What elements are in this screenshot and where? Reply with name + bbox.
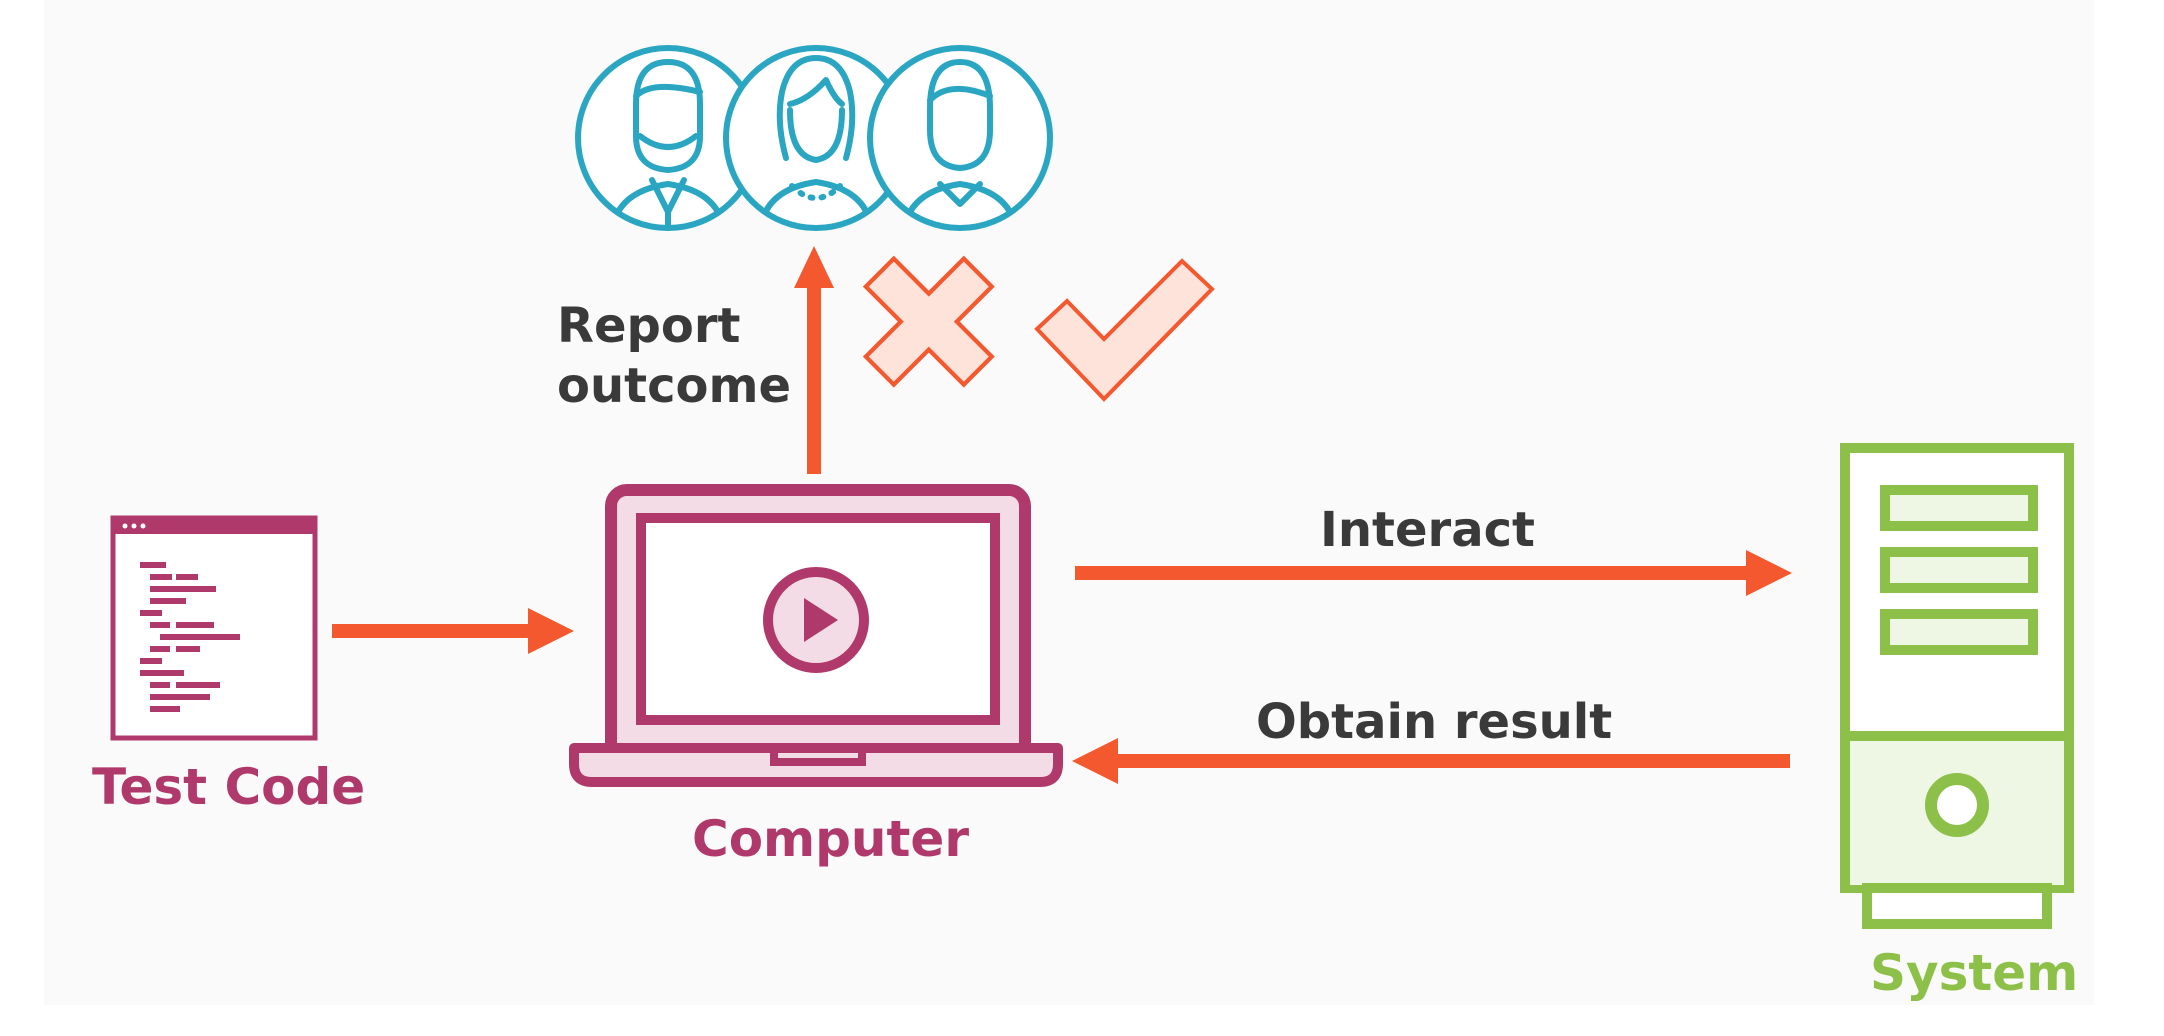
system-label: System — [1870, 944, 2079, 1002]
people-icon — [575, 45, 1053, 231]
report-outcome-line2: outcome — [557, 358, 792, 414]
report-outcome-arrow — [794, 246, 834, 474]
person-man-2-icon — [867, 45, 1053, 231]
computer-label: Computer — [692, 810, 970, 868]
server-icon — [1840, 443, 2074, 929]
fail-cross-icon — [862, 255, 995, 388]
report-outcome-line1: Report — [557, 298, 741, 354]
code-file-icon — [110, 515, 318, 741]
interact-label: Interact — [1320, 502, 1535, 558]
interact-arrow — [1075, 550, 1792, 596]
laptop-icon — [569, 484, 1063, 787]
code-to-computer-arrow — [332, 608, 574, 654]
report-outcome-label: Report outcome — [557, 296, 791, 416]
obtain-result-label: Obtain result — [1256, 694, 1613, 750]
play-icon — [763, 567, 869, 673]
pass-check-icon — [1034, 258, 1215, 402]
diagram-panel — [44, 0, 2094, 1005]
obtain-result-arrow — [1072, 738, 1790, 784]
test-code-label: Test Code — [92, 758, 366, 816]
